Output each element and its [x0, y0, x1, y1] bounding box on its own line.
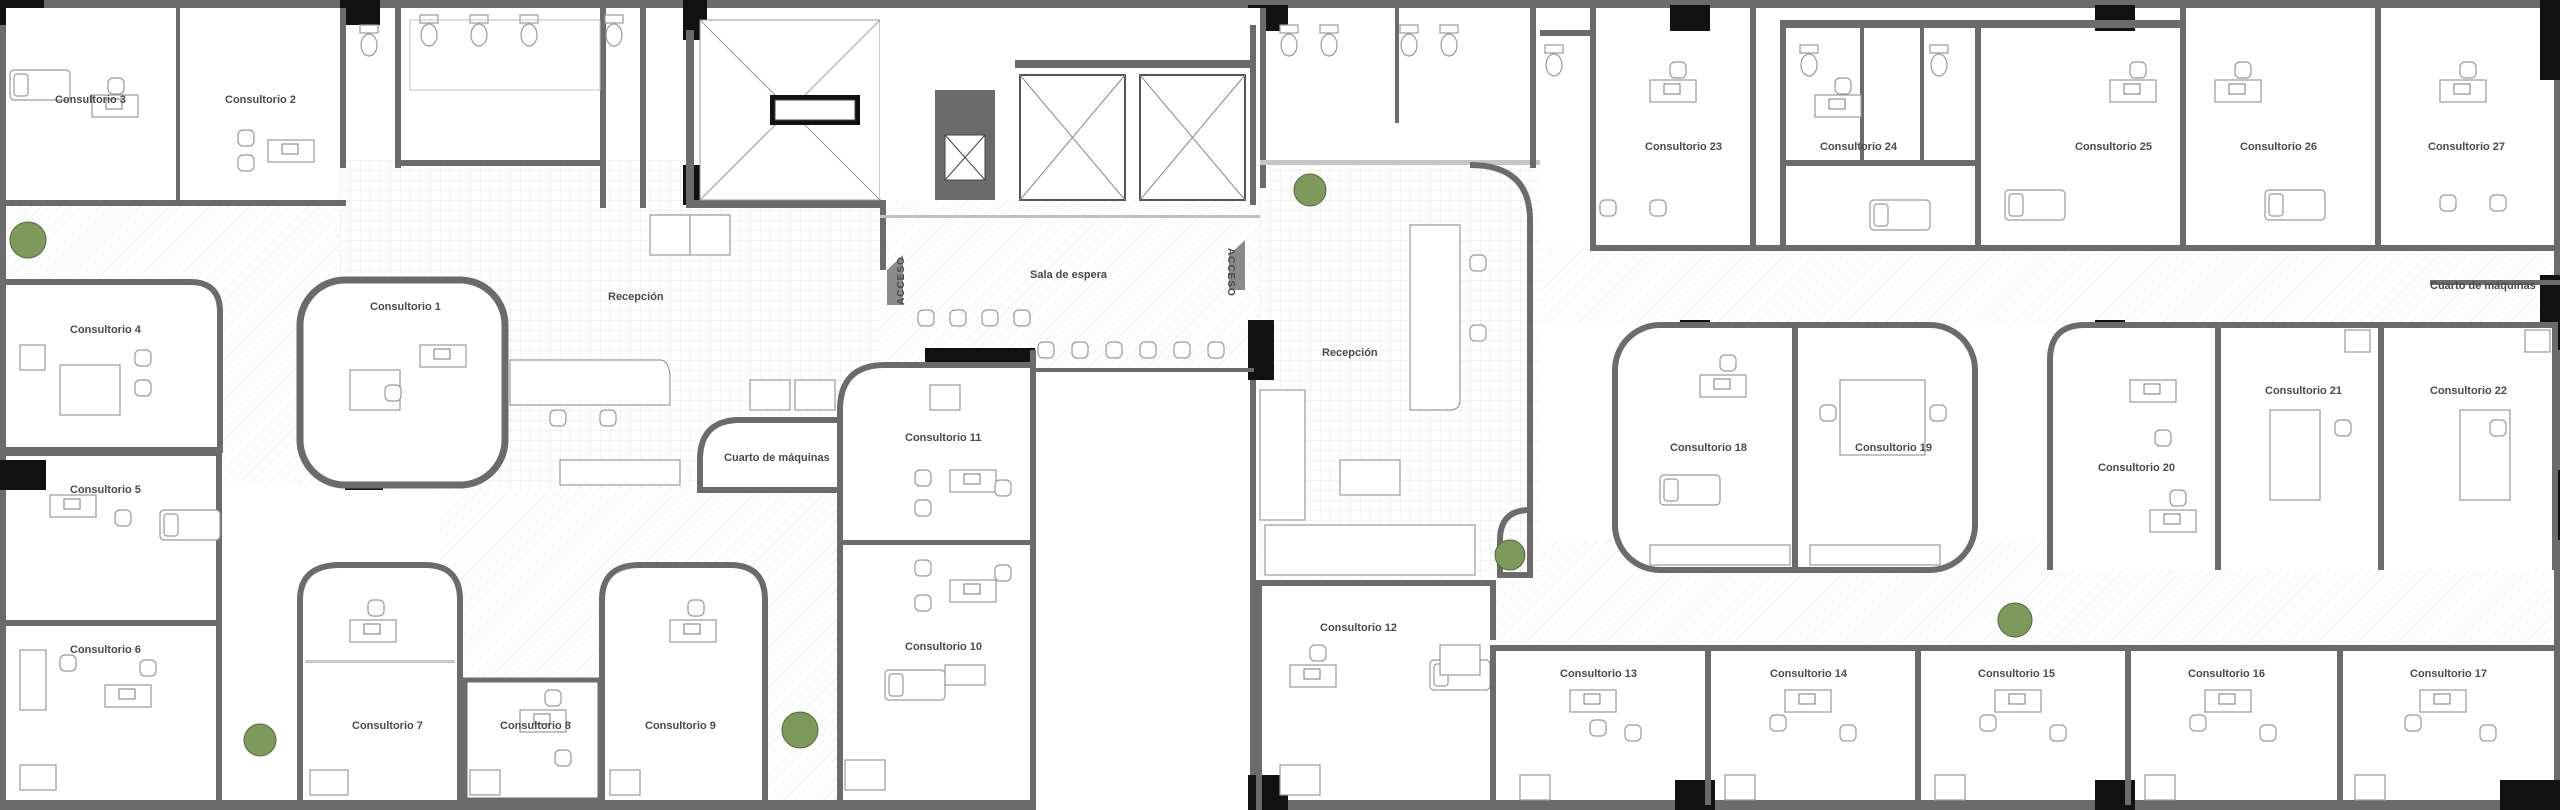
access-markers [887, 240, 1245, 305]
label-consultorio-22: Consultorio 22 [2430, 385, 2507, 397]
label-consultorio-17: Consultorio 17 [2410, 668, 2487, 680]
access-arrow-left-icon [887, 255, 903, 305]
consultorio-8-room [462, 677, 603, 803]
label-consultorio-12: Consultorio 12 [1320, 622, 1397, 634]
label-consultorio-23: Consultorio 23 [1645, 141, 1722, 153]
left-top-rooms [6, 8, 886, 208]
consultorio-20-22 [2047, 280, 2560, 570]
label-consultorio-3: Consultorio 3 [55, 94, 126, 106]
label-consultorio-24: Consultorio 24 [1820, 141, 1898, 153]
label-consultorio-19: Consultorio 19 [1855, 442, 1932, 454]
reception-area-right [1259, 162, 1533, 578]
label-consultorio-14: Consultorio 14 [1770, 668, 1848, 680]
plant-icon [9, 221, 47, 259]
consultorio-9-pod [599, 562, 768, 800]
label-reception-right: Recepción [1322, 347, 1378, 359]
consultorio-18-19-pod [1612, 322, 1978, 573]
label-consultorio-8: Consultorio 8 [500, 720, 571, 732]
label-consultorio-11: Consultorio 11 [905, 432, 981, 444]
plants [9, 173, 2033, 757]
label-consultorio-27: Consultorio 27 [2428, 141, 2505, 153]
label-consultorio-21: Consultorio 21 [2265, 385, 2342, 397]
label-machine-room-left: Cuarto de máquinas [724, 452, 830, 464]
label-consultorio-15: Consultorio 15 [1978, 668, 2055, 680]
label-access-left: ACCESO [896, 256, 907, 305]
consultorio-10-11 [837, 362, 1036, 800]
label-reception-left: Recepción [608, 291, 664, 303]
label-consultorio-7: Consultorio 7 [352, 720, 423, 732]
machine-room-left [697, 417, 843, 493]
reception-desk-left [509, 214, 836, 486]
plant-icon [781, 711, 819, 749]
label-consultorio-9: Consultorio 9 [645, 720, 716, 732]
left-column-rooms [6, 279, 223, 800]
access-arrow-right-icon [1229, 240, 1245, 290]
plant-icon [243, 723, 277, 757]
right-top-rooms [1260, 8, 2560, 251]
label-consultorio-26: Consultorio 26 [2240, 141, 2317, 153]
consultorio-12-room [1256, 580, 1496, 810]
plant-icon [1293, 173, 1327, 207]
label-consultorio-1: Consultorio 1 [370, 301, 441, 313]
label-consultorio-16: Consultorio 16 [2188, 668, 2265, 680]
label-consultorio-4: Consultorio 4 [70, 324, 142, 336]
label-consultorio-25: Consultorio 25 [2075, 141, 2152, 153]
label-consultorio-10: Consultorio 10 [905, 641, 982, 653]
label-consultorio-5: Consultorio 5 [70, 484, 141, 496]
label-consultorio-2: Consultorio 2 [225, 94, 296, 106]
label-machine-room-right: Cuarto de máquinas [2430, 280, 2536, 292]
stairs-elevators [880, 8, 1260, 205]
plant-icon [1997, 602, 2033, 638]
label-waiting-room: Sala de espera [1030, 269, 1108, 281]
plant-icon [1494, 539, 1526, 571]
label-consultorio-6: Consultorio 6 [70, 644, 141, 656]
label-consultorio-20: Consultorio 20 [2098, 462, 2175, 474]
consultorio-1-pod [296, 276, 509, 489]
label-consultorio-18: Consultorio 18 [1670, 442, 1747, 454]
label-access-right: ACCESO [1225, 248, 1236, 297]
right-bottom-rooms [1490, 645, 2555, 805]
right-wing-floor [880, 160, 2560, 650]
label-consultorio-13: Consultorio 13 [1560, 668, 1637, 680]
consultorio-7-pod [297, 562, 463, 800]
room-labels: Consultorio 3 Consultorio 2 Consultorio … [55, 94, 2536, 732]
